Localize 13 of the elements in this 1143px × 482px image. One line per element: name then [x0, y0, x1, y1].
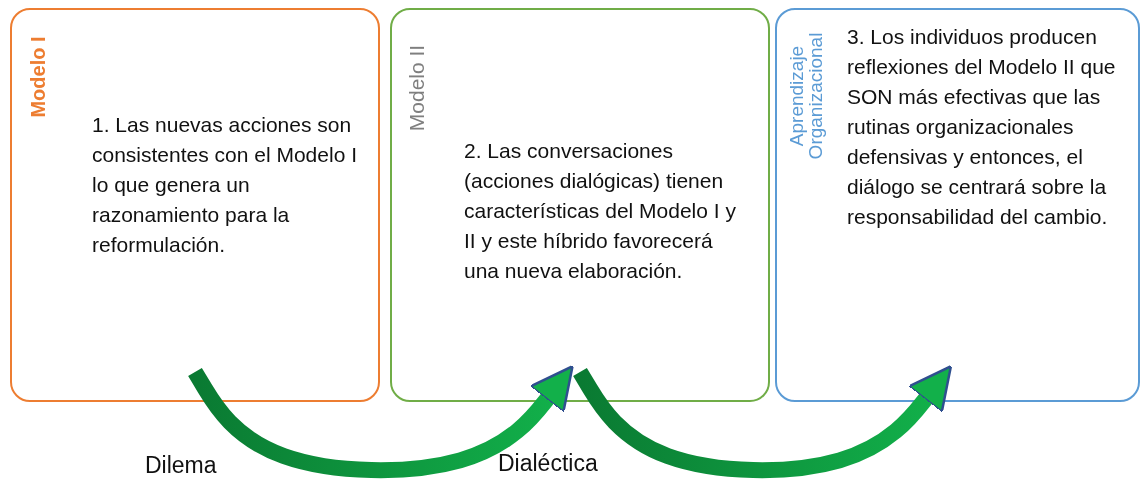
vertical-heading: Modelo II	[406, 43, 427, 134]
description-text: 1. Las nuevas acciones son consistentes con el Modelo I lo que genera un razonamiento para la reformulación.	[92, 112, 357, 258]
content-card	[10, 8, 380, 402]
content-card	[390, 8, 770, 402]
curved-arrow	[188, 365, 574, 479]
curved-arrow	[573, 365, 953, 479]
content-card	[775, 8, 1140, 402]
transition-label: Dialéctica	[498, 450, 598, 477]
transition-label: Dilema	[145, 452, 217, 479]
vertical-heading: Modelo I	[28, 35, 48, 120]
vertical-heading: Aprendizaje Organizacional	[787, 31, 825, 162]
description-text: 2. Las conversaciones (acciones dialógicas) tienen características del Modelo I y II y este híbrido favorecerá una nueva elaboración.	[464, 138, 737, 284]
description-text: 3. Los individuos producen reflexiones del Modelo II que SON más efectivas que las rutinas organizacionales defensivas y entonces, el diálogo se centrará sobre la responsabilidad del cambio.	[847, 24, 1117, 230]
